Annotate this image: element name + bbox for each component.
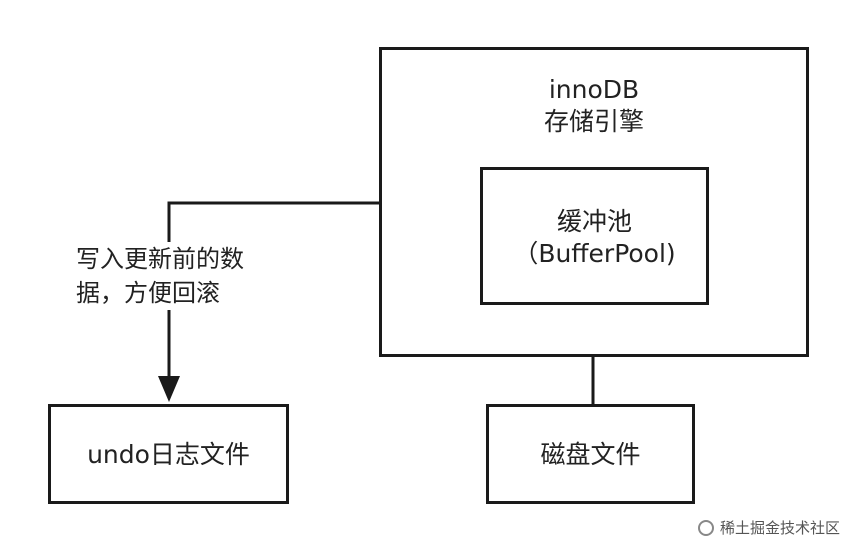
buffer-pool-subtitle: （BufferPool) — [513, 239, 676, 268]
innodb-subtitle: 存储引擎 — [543, 107, 644, 136]
buffer-pool-title: 缓冲池 — [556, 207, 632, 236]
undo-log-file-box: undo日志文件 — [48, 404, 289, 504]
undo-edge-note-line2: 据，方便回滚 — [76, 279, 220, 307]
undo-edge-note: 写入更新前的数 据，方便回滚 — [76, 242, 276, 310]
disk-file-box: 磁盘文件 — [486, 404, 695, 504]
watermark-text: 稀土掘金技术社区 — [719, 519, 840, 537]
buffer-pool-box: 缓冲池 （BufferPool) — [480, 167, 709, 305]
undo-edge-note-line1: 写入更新前的数 — [76, 245, 244, 273]
watermark: 稀土掘金技术社区 — [697, 517, 840, 538]
innodb-title: innoDB — [548, 75, 640, 104]
undo-arrowhead — [158, 376, 180, 402]
undo-log-label: undo日志文件 — [87, 440, 250, 469]
undo-connector-line — [167, 201, 379, 376]
disk-file-label: 磁盘文件 — [540, 440, 641, 469]
chat-bubble-icon — [697, 519, 714, 536]
